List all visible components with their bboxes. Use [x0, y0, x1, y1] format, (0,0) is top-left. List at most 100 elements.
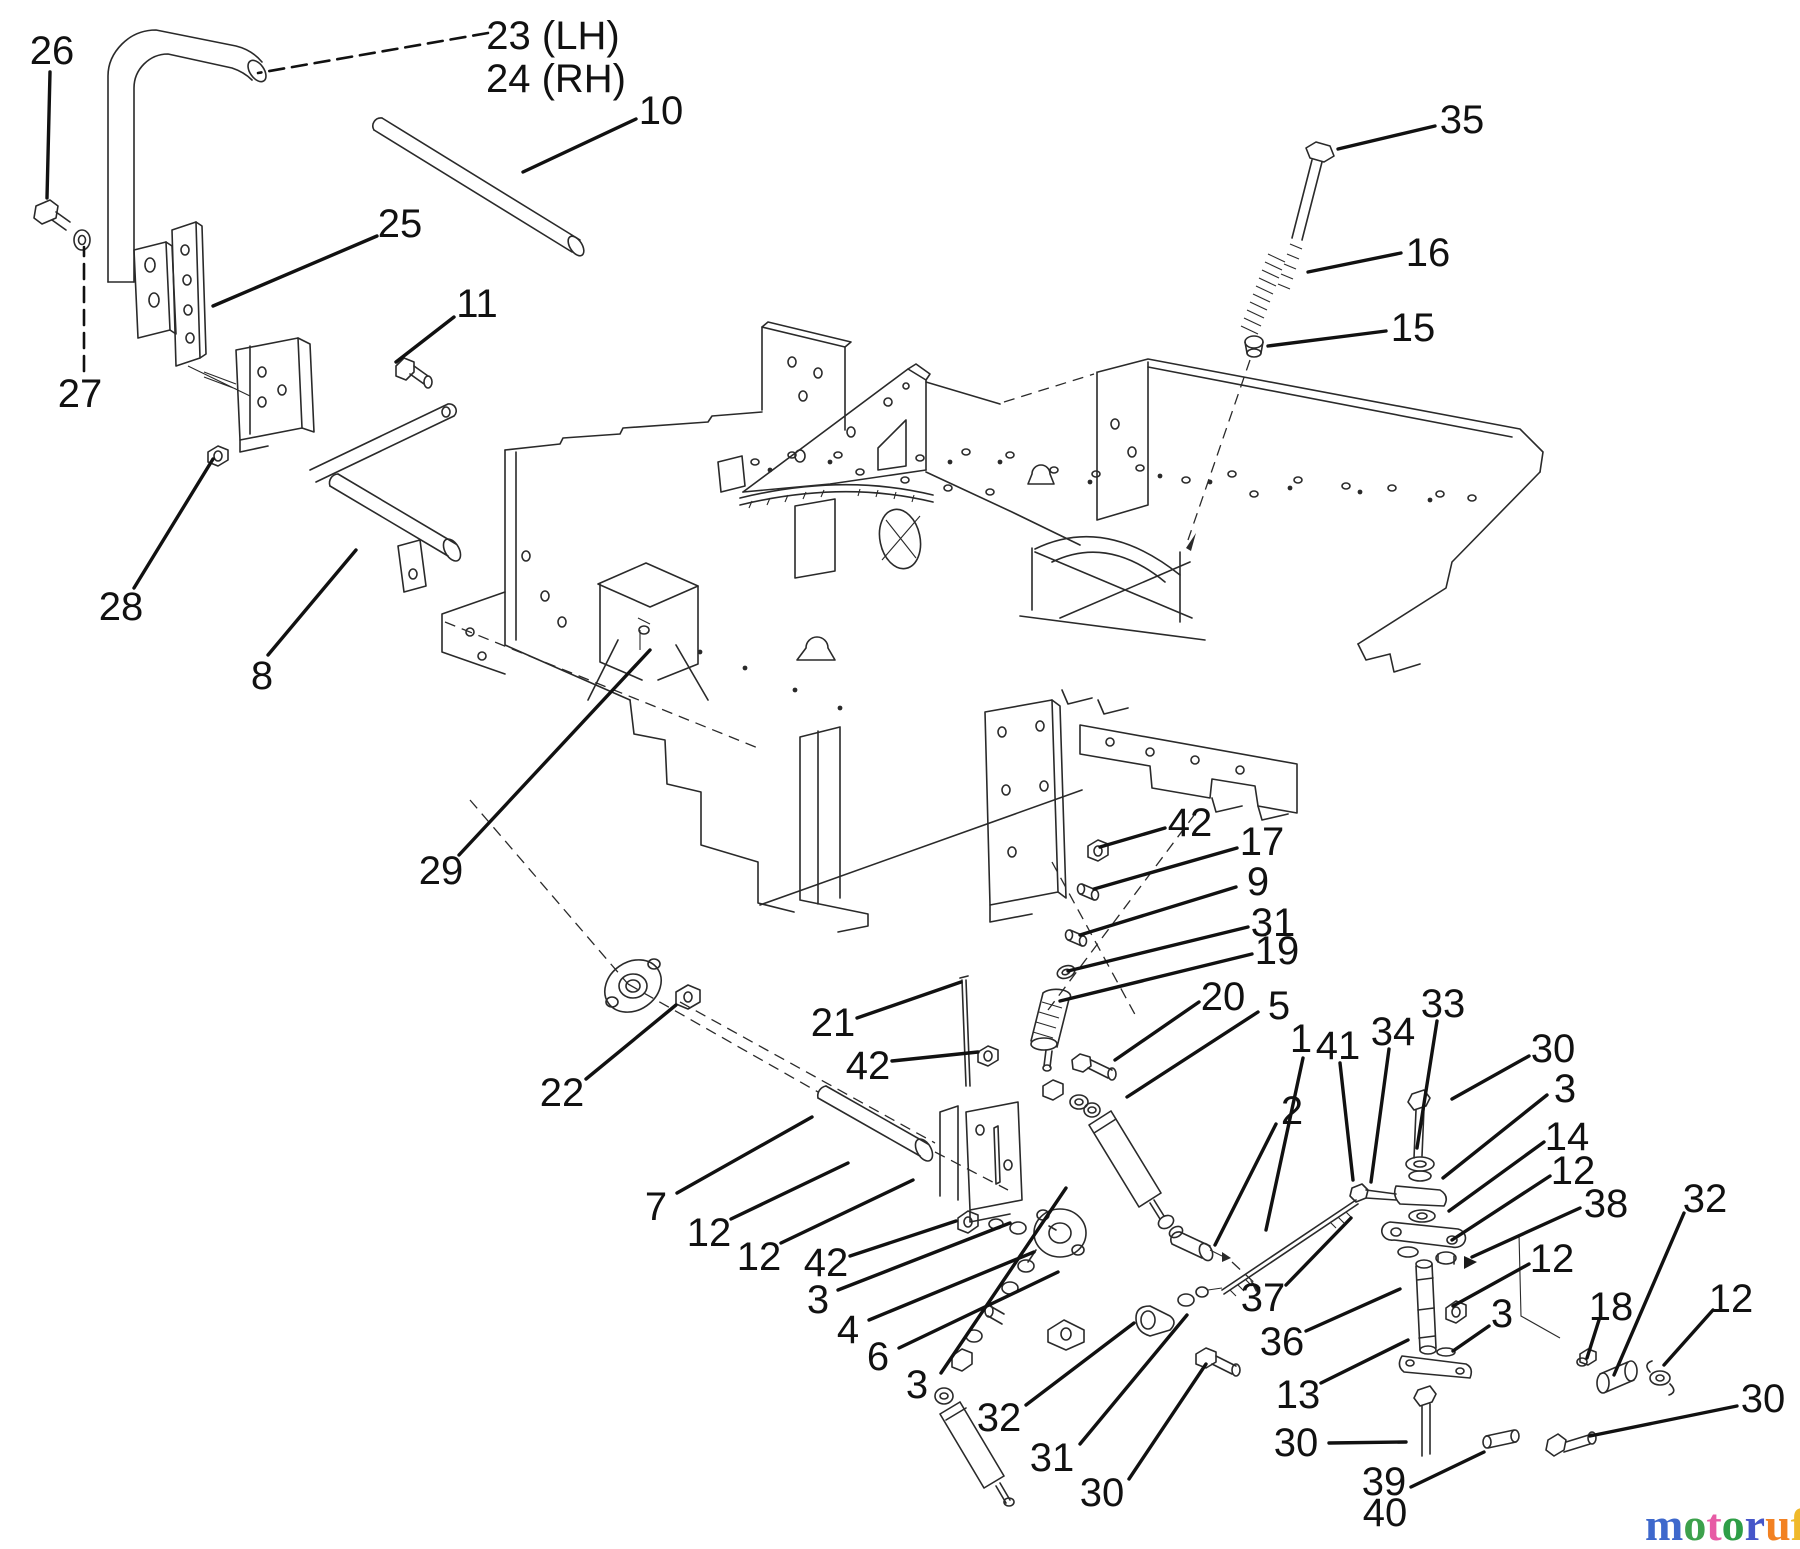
callout-30-52: 30 — [1588, 1377, 1786, 1438]
callout-31-16: 31 — [1066, 901, 1296, 973]
callout-20-18: 20 — [1113, 975, 1246, 1062]
callout-26-0: 26 — [30, 29, 74, 200]
callout-label: 5 — [1268, 984, 1290, 1028]
callout-label: 12 — [687, 1211, 732, 1255]
leader-line — [256, 31, 490, 75]
spring-bolt-assembly — [1186, 141, 1335, 551]
bellcrank-assembly — [1231, 1089, 1675, 1457]
callout-2-32: 2 — [1213, 1089, 1303, 1247]
callout-37-45: 37 — [1241, 1216, 1353, 1320]
callout-18-50: 18 — [1585, 1285, 1633, 1360]
callout-11-5: 11 — [394, 282, 498, 364]
callout-32-42: 32 — [977, 1321, 1136, 1440]
callout-label: 32 — [1683, 1177, 1728, 1221]
callout-label: 3 — [906, 1363, 928, 1407]
leader-line — [729, 1161, 850, 1221]
callout-15-11: 15 — [1266, 306, 1435, 350]
leader-line — [1098, 826, 1167, 849]
leader-line — [266, 548, 358, 657]
deck-bolt-dots — [697, 459, 1433, 711]
callout-label: 7 — [645, 1185, 667, 1229]
callout-label: 12 — [1551, 1149, 1596, 1193]
callout-label: 16 — [1406, 231, 1451, 275]
callout-label: 32 — [977, 1396, 1022, 1440]
spring-coils — [1240, 253, 1286, 335]
leader-line — [1304, 1287, 1402, 1333]
callout-label: 14 — [1545, 1115, 1590, 1159]
leader-line — [1612, 1211, 1686, 1377]
leader-line — [1447, 1140, 1546, 1213]
leader-line — [1058, 952, 1254, 1003]
callout-label: 10 — [639, 89, 684, 133]
callout-label: 30 — [1741, 1377, 1786, 1421]
callout-label: 9 — [1247, 860, 1269, 904]
leader-line — [939, 1186, 1068, 1375]
callout-label: 31 — [1030, 1436, 1075, 1480]
leader-line — [836, 1221, 1012, 1292]
callout-12-36: 12 — [737, 1178, 915, 1279]
leader-line — [1450, 1174, 1552, 1242]
callout-label: 30 — [1274, 1421, 1319, 1465]
callout-label: 34 — [1371, 1010, 1416, 1054]
callout-label: 3 — [1554, 1067, 1576, 1111]
callout-label: 33 — [1421, 982, 1466, 1026]
callout-label: 8 — [251, 654, 273, 698]
leader-line — [132, 457, 215, 590]
callout-12-48: 12 — [1451, 1237, 1574, 1308]
callout-label: 35 — [1440, 98, 1485, 142]
callout-label: 24 (RH) — [486, 57, 626, 101]
leader-line — [211, 234, 379, 308]
callout-3-38: 3 — [807, 1221, 1012, 1322]
callout-28-7: 28 — [99, 457, 215, 629]
callout-12-51: 12 — [1662, 1277, 1753, 1367]
callout-8-8: 8 — [251, 548, 358, 698]
callout-32-31: 32 — [1612, 1177, 1728, 1377]
callout-label: 12 — [737, 1235, 782, 1279]
callout-42-21: 42 — [846, 1044, 980, 1088]
callout-17-14: 17 — [1092, 820, 1284, 891]
leader-line — [1024, 1321, 1136, 1407]
leader-line — [848, 1219, 958, 1258]
leader-line — [1125, 1010, 1260, 1099]
callout-27-6: 27 — [58, 245, 103, 416]
callout-30-26: 30 — [1450, 1027, 1576, 1101]
callout-label: 21 — [811, 1001, 856, 1045]
callout-14-28: 14 — [1447, 1115, 1590, 1213]
callout-label: 30 — [1531, 1027, 1576, 1071]
callout-label: 19 — [1255, 929, 1300, 973]
leader-line — [1588, 1404, 1739, 1438]
watermark-logo: motoruf™.de — [1645, 1499, 1800, 1549]
callout-36-46: 36 — [1260, 1287, 1402, 1364]
leader-line — [1213, 1122, 1278, 1247]
leader-line — [897, 1270, 1060, 1350]
leader-line — [457, 648, 652, 857]
callout-39-54: 39 — [1362, 1450, 1486, 1504]
callout-label: 20 — [1201, 975, 1246, 1019]
leader-line — [1284, 1216, 1353, 1287]
callout-42-13: 42 — [1098, 801, 1212, 849]
callout-42-37: 42 — [804, 1219, 958, 1285]
callout-label: 38 — [1584, 1182, 1629, 1226]
callout-label: 39 — [1362, 1460, 1407, 1504]
callout-13-47: 13 — [1276, 1338, 1410, 1417]
callout-label: 31 — [1251, 901, 1296, 945]
callout-label: 11 — [456, 282, 498, 326]
leader-line — [1066, 925, 1250, 973]
callout-label: 42 — [804, 1241, 849, 1285]
callout-21-20: 21 — [811, 980, 963, 1045]
callout-9-15: 9 — [1078, 860, 1269, 937]
callout-label: 25 — [378, 202, 423, 246]
callout-label: 37 — [1241, 1276, 1286, 1320]
callout-22-33: 22 — [540, 1003, 678, 1115]
callout-30-53: 30 — [1274, 1421, 1408, 1465]
callout-12-35: 12 — [687, 1161, 850, 1255]
callout-label: 28 — [99, 585, 144, 629]
callout-label: 27 — [58, 372, 103, 416]
callout-29-12: 29 — [419, 648, 652, 893]
callout-label: 40 — [1363, 1491, 1408, 1535]
leader-line — [1327, 1440, 1408, 1445]
leader-line — [1450, 1054, 1531, 1101]
callout-label: 3 — [1491, 1292, 1513, 1336]
callout-3-41: 3 — [906, 1186, 1068, 1407]
callout-1-22: 1 — [1264, 1017, 1312, 1232]
